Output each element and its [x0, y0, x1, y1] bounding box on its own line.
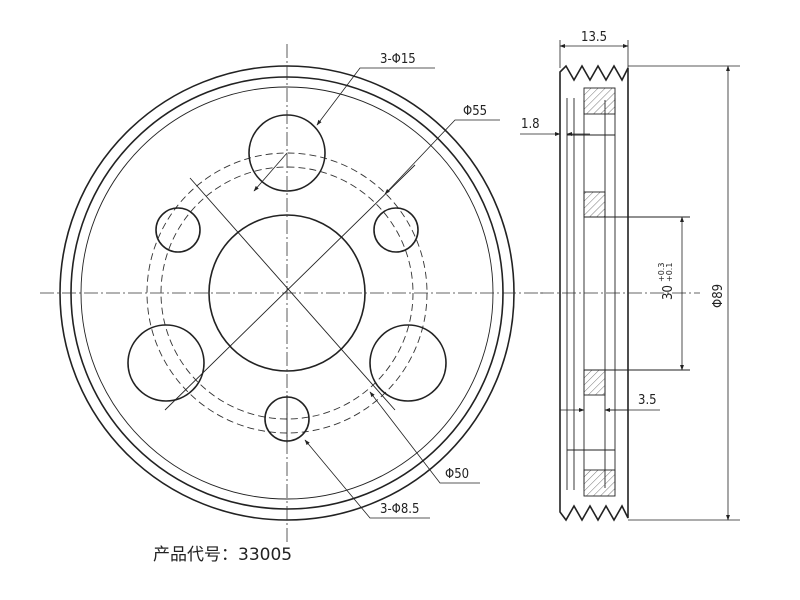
label-hub-bore: 30 [661, 285, 676, 300]
product-caption: 产品代号：33005 [153, 540, 292, 565]
label-holes-large: 3-Φ15 [380, 52, 416, 67]
leader-holes-large [316, 67, 435, 126]
label-bolt-circle-outer: Φ55 [463, 104, 487, 119]
hatch-bottom-rim [583, 469, 616, 497]
diagonal-line-b [164, 164, 416, 411]
hatch-top-rim [583, 87, 616, 115]
front-view: 3-Φ15 Φ55 Φ50 3-Φ8.5 [40, 44, 545, 545]
hatch-upper-hub [583, 191, 606, 218]
label-diameter: Φ89 [711, 284, 726, 308]
diagonal-line-a [189, 177, 396, 411]
large-hole-bottom-left [127, 324, 205, 402]
label-hub-offset: 3.5 [638, 393, 657, 408]
leader-bolt-circle-inner [369, 391, 480, 484]
label-rim-thickness: 1.8 [521, 117, 540, 132]
small-hole-top-left [155, 207, 201, 253]
label-holes-small: 3-Φ8.5 [380, 502, 419, 517]
large-hole-bottom-right [369, 324, 447, 402]
bolt-circle-inner [160, 166, 414, 420]
label-width: 13.5 [581, 30, 607, 45]
side-view: 13.5 1.8 30 +0.3 +0.1 Φ89 3.5 [520, 30, 740, 522]
label-hub-bore-tol-upper: +0.3 [657, 263, 666, 282]
label-bolt-circle-inner: Φ50 [445, 467, 469, 482]
groove-profile-bottom [559, 490, 629, 522]
hatch-lower-hub [583, 369, 606, 396]
product-label: 产品代号： [153, 545, 238, 565]
product-code: 33005 [238, 545, 293, 565]
label-hub-bore-tol-lower: +0.1 [665, 263, 674, 282]
leader-bolt-circle-outer [384, 119, 500, 195]
leader-holes-small [304, 439, 430, 519]
groove-profile-top [559, 64, 629, 98]
leader-holes-large-inner [253, 152, 288, 192]
small-hole-top-right [373, 207, 419, 253]
